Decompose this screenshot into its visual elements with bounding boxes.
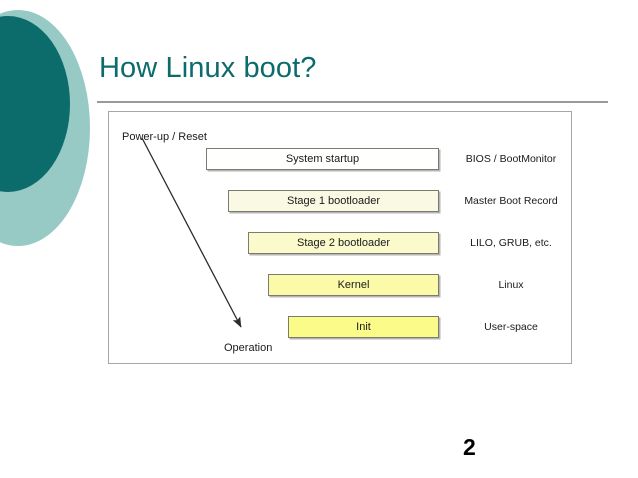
page-number: 2 <box>463 434 476 460</box>
arrow-line <box>141 137 242 328</box>
stage-box-system-startup[interactable]: System startup <box>206 148 439 170</box>
page-title: How Linux boot? <box>99 52 317 84</box>
dark-teal-ellipse <box>0 16 70 192</box>
light-teal-ellipse <box>0 10 90 246</box>
stage-box-init[interactable]: Init <box>288 316 439 338</box>
stage-box-kernel[interactable]: Kernel <box>268 274 439 296</box>
title-divider <box>97 101 608 103</box>
note-bios-bootmonitor: BIOS / BootMonitor <box>465 153 557 165</box>
boot-flow-arrow <box>141 137 242 328</box>
note-user-space: User-space <box>484 321 538 333</box>
stage-box-stage-2-bootloader[interactable]: Stage 2 bootloader <box>248 232 439 254</box>
label-operation: Operation <box>224 342 273 354</box>
stage-box-stage-1-bootloader[interactable]: Stage 1 bootloader <box>228 190 439 212</box>
label-power-up-reset: Power-up / Reset <box>122 131 207 143</box>
note-lilo-grub: LILO, GRUB, etc. <box>470 237 552 249</box>
note-linux: Linux <box>498 279 524 291</box>
note-master-boot-record: Master Boot Record <box>464 195 558 207</box>
